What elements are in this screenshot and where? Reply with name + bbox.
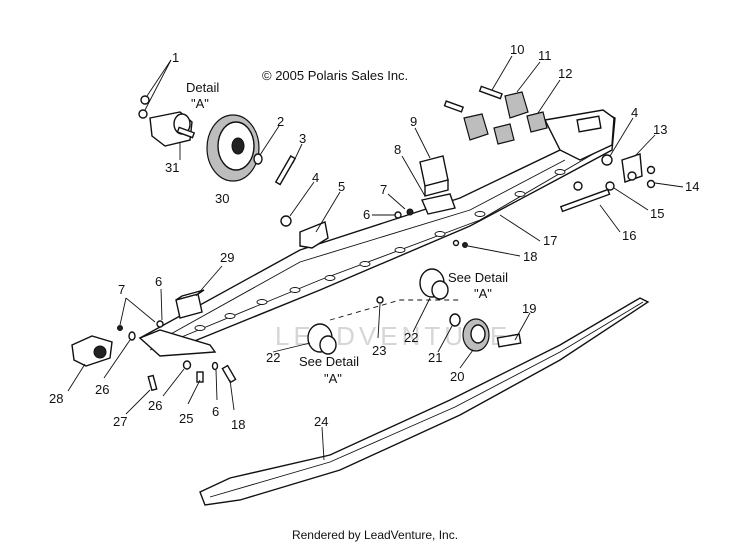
callout-6-lower: 6 (212, 404, 219, 419)
callout-8: 8 (394, 142, 401, 157)
nut-15b (573, 181, 583, 191)
callout-numbers: 1 2 3 4 5 7 6 8 9 10 11 12 4 13 14 15 16… (49, 42, 699, 432)
part-28 (71, 335, 113, 367)
callout-25: 25 (179, 411, 193, 426)
footer-credit: Rendered by LeadVenture, Inc. (291, 528, 459, 542)
copyright-text: © 2005 Polaris Sales Inc. (262, 68, 408, 83)
washer-6-front (156, 320, 164, 328)
washer-26b (182, 360, 192, 370)
callout-4-left: 4 (312, 170, 319, 185)
detail-a-id: "A" (191, 96, 209, 111)
callout-13: 13 (653, 122, 667, 137)
washer-26a (128, 331, 136, 341)
callout-2: 2 (277, 114, 284, 129)
callout-16: 16 (622, 228, 636, 243)
callout-18-mid: 18 (523, 249, 537, 264)
bolt-10b (443, 100, 465, 113)
callout-22-left: 22 (266, 350, 280, 365)
block-29 (175, 289, 205, 319)
washer-6-mid (394, 211, 402, 219)
callout-17: 17 (543, 233, 557, 248)
see-detail-assembly-lower (307, 323, 337, 355)
nut-4-right (601, 154, 613, 166)
see-detail-upper-id: "A" (474, 286, 492, 301)
detail-bracket-31 (149, 111, 196, 147)
callout-22-right: 22 (404, 330, 418, 345)
bracket-8 (421, 193, 456, 215)
callout-20: 20 (450, 369, 464, 384)
callout-15: 15 (650, 206, 664, 221)
callout-3: 3 (299, 131, 306, 146)
bolt-19 (496, 333, 522, 348)
bolt-16 (559, 188, 611, 213)
callout-26-lower: 26 (148, 398, 162, 413)
callout-4-right: 4 (631, 105, 638, 120)
callout-10: 10 (510, 42, 524, 57)
callout-23: 23 (372, 343, 386, 358)
bolt-10 (478, 85, 503, 100)
part-25 (196, 371, 204, 383)
callout-31: 31 (165, 160, 179, 175)
pin-23 (376, 296, 384, 304)
callout-28: 28 (49, 391, 63, 406)
nut-7-mid (406, 208, 414, 216)
washer-2 (253, 153, 263, 165)
washer-21 (449, 313, 461, 327)
wear-strip (199, 297, 650, 506)
see-detail-lower-label: See Detail (299, 354, 359, 369)
bolt-18-lower (221, 364, 237, 384)
callout-19: 19 (522, 301, 536, 316)
nut-1b (138, 109, 148, 119)
callout-14: 14 (685, 179, 699, 194)
nut-15 (605, 181, 615, 191)
callout-24: 24 (314, 414, 328, 429)
nut-14b (646, 179, 656, 189)
callout-1: 1 (172, 50, 179, 65)
bracket-13-bushing (627, 171, 637, 181)
callout-29: 29 (220, 250, 234, 265)
nut-14a (646, 165, 656, 175)
callout-12: 12 (558, 66, 572, 81)
nut-7-front (117, 325, 123, 331)
callout-18-lower: 18 (231, 417, 245, 432)
callout-26-upper: 26 (95, 382, 109, 397)
washer-18-mid (452, 239, 460, 247)
part-27 (147, 374, 158, 392)
screw-18-mid (462, 242, 468, 248)
callout-9: 9 (410, 114, 417, 129)
callout-6-front: 6 (155, 274, 162, 289)
nut-1a (140, 95, 150, 105)
leader-lines (67, 55, 684, 461)
bolt-3 (274, 155, 297, 186)
callout-7-front: 7 (118, 282, 125, 297)
nut-4-left (280, 215, 292, 227)
callout-21: 21 (428, 350, 442, 365)
axle-dashed-line (329, 299, 460, 321)
see-detail-lower-id: "A" (324, 371, 342, 386)
callout-27: 27 (113, 414, 127, 429)
callout-30: 30 (215, 191, 229, 206)
callout-5: 5 (338, 179, 345, 194)
block-9 (419, 155, 449, 197)
idler-wheel-30 (206, 114, 260, 182)
wheel-20 (462, 318, 490, 352)
rail-assembly (138, 109, 616, 357)
block-12 (493, 111, 548, 145)
callout-7-mid: 7 (380, 182, 387, 197)
see-detail-assembly-upper (419, 268, 449, 300)
callout-6-mid: 6 (363, 207, 370, 222)
callout-11: 11 (538, 48, 552, 63)
block-11 (463, 91, 529, 141)
washer-6-lower (211, 361, 219, 371)
detail-a-label: Detail (186, 80, 219, 95)
bracket-13 (621, 153, 643, 183)
see-detail-upper-label: See Detail (448, 270, 508, 285)
